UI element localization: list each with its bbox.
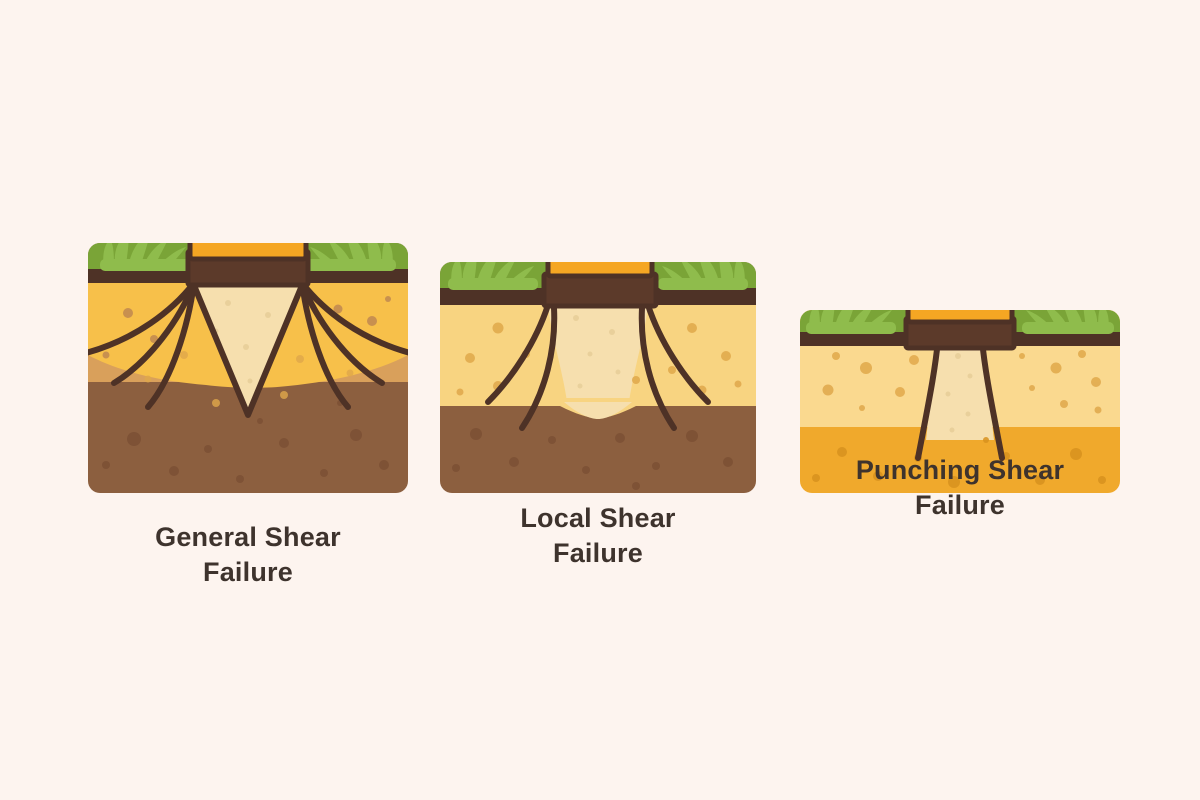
grass-tuft-left xyxy=(806,310,896,334)
failure-zone-base xyxy=(564,402,632,419)
soil-speckles-upper xyxy=(102,296,391,359)
panel-caption-punching-shear: Punching Shear Failure xyxy=(855,455,1065,520)
footing-column xyxy=(545,262,655,279)
soil-speckles-upper xyxy=(456,322,742,396)
panel-general-shear: General Shear Failure xyxy=(88,243,408,589)
shear-lines-left xyxy=(485,302,558,431)
footing-pad xyxy=(541,271,659,309)
grass-tuft-left xyxy=(100,243,192,271)
grass-tuft-left xyxy=(448,262,538,290)
wedge-speckles xyxy=(144,351,354,407)
punch-column-speckles xyxy=(945,353,973,433)
soil-speckles-lower xyxy=(452,428,733,490)
panel-punching-shear: Punching Shear Failure xyxy=(800,310,1120,522)
shear-lines-right xyxy=(638,302,711,431)
soil-speckles-upper xyxy=(822,350,1102,414)
panel-caption-general-shear: General Shear Failure xyxy=(155,522,341,587)
footing-column xyxy=(187,243,309,262)
failure-zone xyxy=(548,305,648,408)
grass-tuft-right xyxy=(658,262,748,290)
panel-caption-local-shear: Local Shear Failure xyxy=(520,503,676,568)
soil-speckles-lower xyxy=(102,400,389,483)
central-wedge-outline xyxy=(190,280,306,418)
punching-shear-illustration xyxy=(800,310,1120,493)
grass-tuft-right xyxy=(304,243,396,271)
shear-lines-right xyxy=(299,280,408,410)
shear-lines-left xyxy=(88,280,197,410)
grass-tuft-right xyxy=(1022,310,1114,334)
local-shear-illustration xyxy=(440,262,756,493)
punch-column xyxy=(926,342,994,440)
general-shear-illustration xyxy=(88,243,408,493)
panel-local-shear: Local Shear Failure xyxy=(440,262,756,570)
footing-column xyxy=(905,310,1015,325)
